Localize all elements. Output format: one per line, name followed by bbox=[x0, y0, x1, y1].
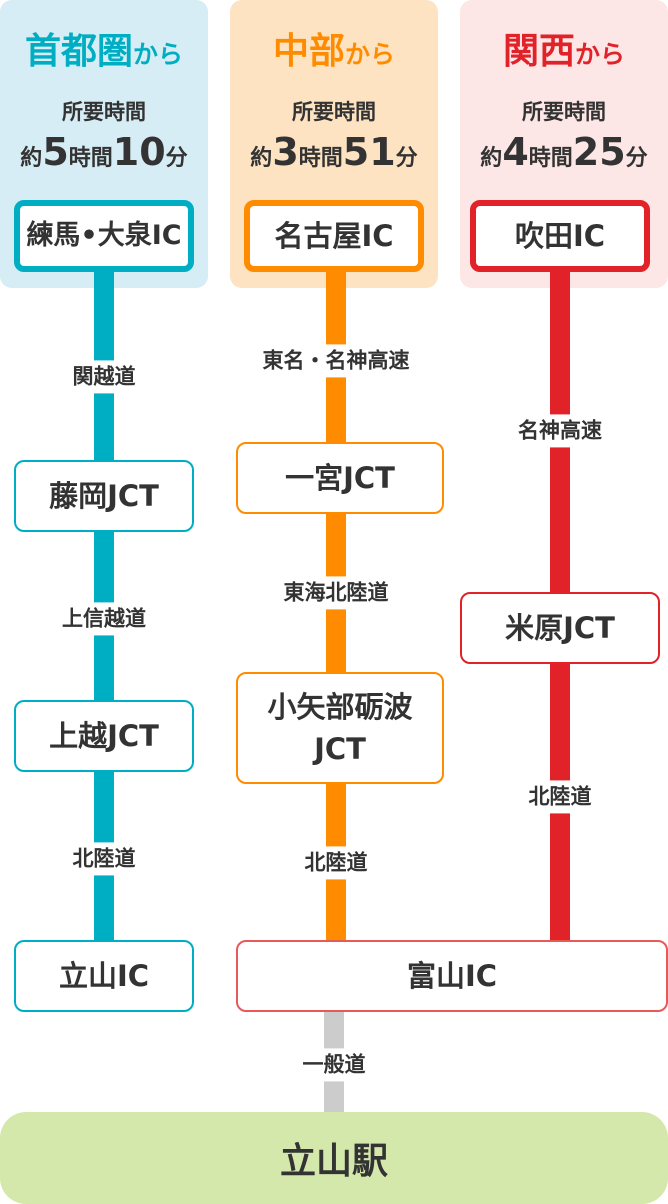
region-suffix: から bbox=[133, 40, 184, 69]
region-name: 中部 bbox=[272, 31, 345, 72]
road-label-tomei-meishin: 東名・名神高速 bbox=[262, 344, 410, 378]
region-title-kansai: 関西から bbox=[460, 22, 668, 74]
region-name: 関西 bbox=[502, 31, 575, 72]
region-name: 首都圏 bbox=[24, 31, 133, 72]
jct-fujioka: 藤岡JCT bbox=[14, 460, 194, 532]
region-title-tokyo: 首都圏から bbox=[0, 22, 208, 74]
road-label-kanetsu: 関越道 bbox=[72, 360, 136, 394]
travel-time-chubu: 約3時間51分 bbox=[250, 130, 418, 174]
travel-time-kansai: 約4時間25分 bbox=[480, 130, 648, 174]
jct-maibara: 米原JCT bbox=[460, 592, 660, 664]
region-suffix: から bbox=[345, 40, 396, 69]
travel-time-tokyo: 約5時間10分 bbox=[20, 130, 188, 174]
jct-joetsu: 上越JCT bbox=[14, 700, 194, 772]
road-label-hokuriku-kansai: 北陸道 bbox=[528, 780, 592, 814]
end-ic-tateyama: 立山IC bbox=[14, 940, 194, 1012]
start-ic-tokyo: 練馬•大泉IC bbox=[14, 200, 194, 272]
time-label: 所要時間 bbox=[62, 100, 146, 124]
start-ic-suita: 吹田IC bbox=[470, 200, 650, 272]
start-ic-nagoya: 名古屋IC bbox=[244, 200, 424, 272]
road-label-hokuriku-chubu: 北陸道 bbox=[304, 846, 368, 880]
road-label-joshinetsu: 上信越道 bbox=[62, 602, 146, 636]
toyama-ic: 富山IC bbox=[236, 940, 668, 1012]
road-label-general-road: 一般道 bbox=[302, 1048, 366, 1082]
road-label-meishin: 名神高速 bbox=[518, 414, 602, 448]
destination-tateyama-station: 立山駅 bbox=[0, 1112, 668, 1204]
time-label: 所要時間 bbox=[522, 100, 606, 124]
time-label: 所要時間 bbox=[292, 100, 376, 124]
jct-oyabe-tonami: 小矢部砺波 JCT bbox=[236, 672, 444, 784]
road-label-hokuriku-tokyo: 北陸道 bbox=[72, 842, 136, 876]
road-label-tokai-hokuriku: 東海北陸道 bbox=[283, 576, 389, 610]
jct-ichinomiya: 一宮JCT bbox=[236, 442, 444, 514]
region-title-chubu: 中部から bbox=[230, 22, 438, 74]
region-suffix: から bbox=[575, 40, 626, 69]
